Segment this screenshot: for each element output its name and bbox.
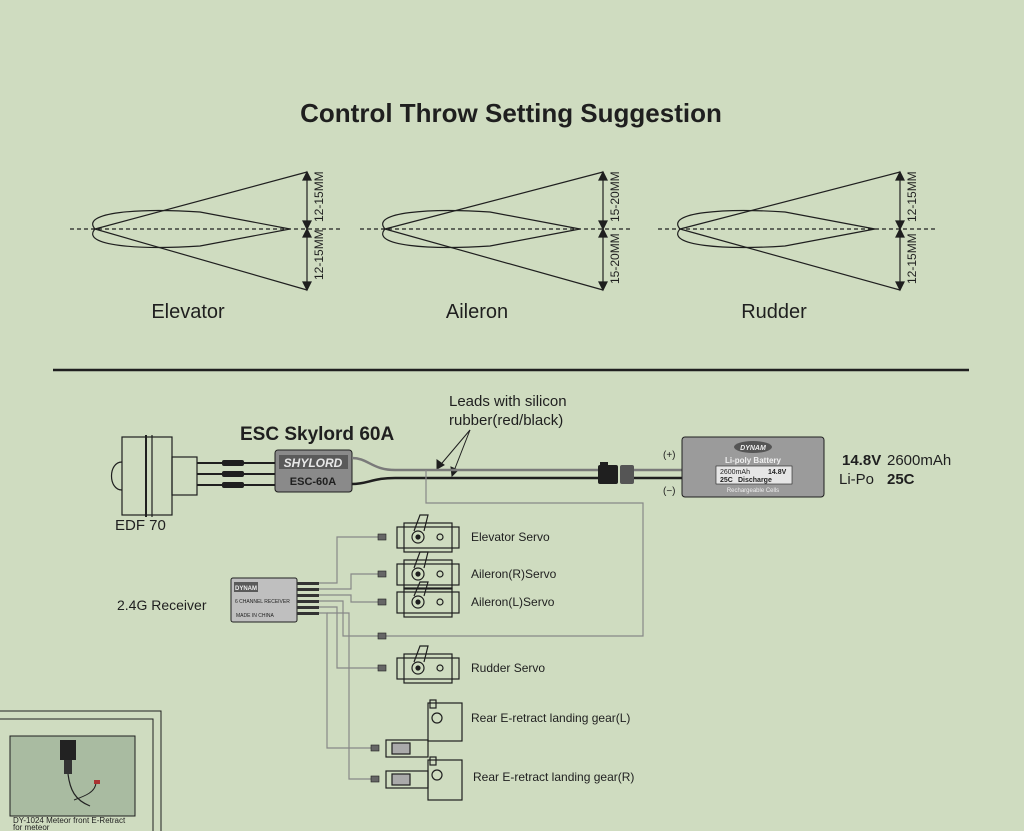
battery-discharge: 25C bbox=[887, 471, 915, 488]
leads-pointer bbox=[436, 429, 471, 478]
arrow-mid-icon bbox=[895, 220, 905, 231]
inset-photo bbox=[9, 735, 136, 817]
aileron-down-throw: 15-20MM bbox=[608, 233, 622, 284]
arrow-down-icon bbox=[598, 281, 608, 292]
deflection-up-line bbox=[94, 171, 308, 230]
receiver-wires bbox=[319, 536, 378, 780]
servo-plugs bbox=[370, 533, 387, 783]
leads-label-line2: rubber(red/black) bbox=[449, 412, 563, 429]
elevator-down-throw: 12-15MM bbox=[312, 229, 326, 280]
rudder-servo-icon bbox=[396, 645, 460, 684]
aileron-r-servo-icon bbox=[396, 551, 460, 590]
esc-brand: SHYLORD bbox=[284, 456, 343, 470]
battery-minus-label: (−) bbox=[663, 486, 676, 497]
page-title: Control Throw Setting Suggestion bbox=[300, 98, 722, 128]
retract-right-icon bbox=[385, 756, 463, 801]
receiver-pin-header bbox=[297, 582, 319, 615]
aileron-up-throw: 15-20MM bbox=[608, 171, 622, 222]
battery-discharge-small: Discharge bbox=[738, 477, 772, 484]
battery-plus-label: (+) bbox=[663, 450, 676, 461]
esc-title: ESC Skylord 60A bbox=[240, 424, 394, 445]
inset-caption-line2: for meteor bbox=[13, 823, 50, 831]
throw-diagram-aileron bbox=[360, 170, 632, 292]
arrow-up-icon bbox=[302, 170, 312, 181]
deflection-up-line bbox=[679, 171, 901, 230]
motor-connectors bbox=[222, 460, 244, 488]
edf-label: EDF 70 bbox=[115, 517, 166, 534]
arrow-up-icon bbox=[598, 170, 608, 181]
battery-discharge-rating-small: 25C bbox=[720, 477, 733, 484]
aileron-label: Aileron bbox=[446, 301, 508, 323]
arrow-mid-icon bbox=[302, 227, 312, 238]
rudder-down-throw: 12-15MM bbox=[905, 233, 919, 284]
receiver-brand: DYNAM bbox=[235, 586, 257, 592]
receiver-origin: MADE IN CHINA bbox=[236, 613, 274, 619]
elevator-servo-icon bbox=[396, 514, 460, 553]
rudder-servo-label: Rudder Servo bbox=[471, 661, 545, 675]
arrow-mid-icon bbox=[895, 227, 905, 238]
inset-caption-line1: DY-1024 Meteor front E-Retract bbox=[13, 816, 126, 825]
retract-right-label: Rear E-retract landing gear(R) bbox=[473, 770, 634, 784]
rudder-label: Rudder bbox=[741, 301, 807, 323]
retract-left-icon bbox=[385, 699, 463, 758]
deflection-up-line bbox=[384, 171, 604, 230]
battery-footer: Rechargeable Cells bbox=[727, 488, 779, 494]
edf-motor-icon bbox=[110, 435, 198, 517]
receiver-model: 6 CHANNEL RECEIVER bbox=[235, 599, 290, 605]
battery-pack bbox=[681, 436, 825, 498]
arrow-down-icon bbox=[302, 281, 312, 292]
battery-voltage: 14.8V bbox=[842, 452, 881, 469]
aileron-l-servo-label: Aileron(L)Servo bbox=[471, 595, 555, 609]
receiver-label: 2.4G Receiver bbox=[117, 597, 207, 613]
deflection-down-line bbox=[384, 228, 604, 291]
leads-label-line1: Leads with silicon bbox=[449, 393, 567, 410]
arrow-mid-icon bbox=[302, 220, 312, 231]
elevator-up-throw: 12-15MM bbox=[312, 171, 326, 222]
battery-capacity: 2600mAh bbox=[887, 452, 951, 469]
battery-connector bbox=[598, 462, 634, 484]
deflection-down-line bbox=[679, 228, 901, 291]
throw-diagram-elevator bbox=[70, 170, 342, 292]
esc-model: ESC-60A bbox=[290, 476, 337, 488]
arrow-mid-icon bbox=[598, 220, 608, 231]
throw-diagram-rudder bbox=[658, 170, 935, 292]
battery-brand: DYNAM bbox=[740, 445, 766, 452]
aileron-r-servo-label: Aileron(R)Servo bbox=[471, 567, 557, 581]
battery-capacity-small: 2600mAh bbox=[720, 469, 750, 476]
battery-chemistry: Li-Po bbox=[839, 471, 874, 488]
arrow-down-icon bbox=[895, 281, 905, 292]
arrow-mid-icon bbox=[598, 227, 608, 238]
battery-name: Li-poly Battery bbox=[725, 456, 782, 465]
deflection-down-line bbox=[94, 228, 308, 291]
rudder-up-throw: 12-15MM bbox=[905, 171, 919, 222]
aileron-l-servo-icon bbox=[396, 581, 460, 618]
arrow-up-icon bbox=[895, 170, 905, 181]
esc-bec-wire bbox=[386, 470, 644, 637]
battery-leads bbox=[351, 456, 598, 486]
elevator-servo-label: Elevator Servo bbox=[471, 530, 550, 544]
elevator-label: Elevator bbox=[151, 301, 225, 323]
battery-voltage-small: 14.8V bbox=[768, 469, 787, 476]
retract-left-label: Rear E-retract landing gear(L) bbox=[471, 711, 630, 725]
inset-frame bbox=[0, 710, 162, 831]
esc-box bbox=[274, 449, 353, 493]
